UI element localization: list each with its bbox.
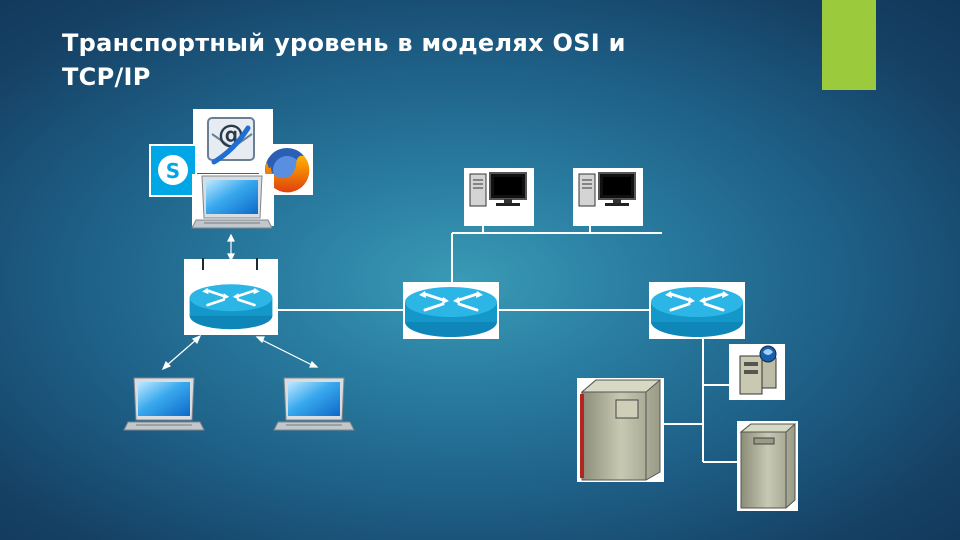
skype-icon: S [149,144,197,197]
desktop-computer-icon-2 [573,168,643,226]
laptop-left [124,378,204,430]
router-icon-right [649,282,745,339]
laptop-top [192,174,274,228]
laptop-right [274,378,354,430]
wireless-router-icon [184,258,278,335]
file-server-icon [729,344,785,400]
router-icon-center [403,282,499,339]
tower-server-icon [737,421,798,511]
desktop-computer-icon-1 [464,168,534,226]
server-icon [577,378,664,482]
svg-text:S: S [166,159,180,183]
